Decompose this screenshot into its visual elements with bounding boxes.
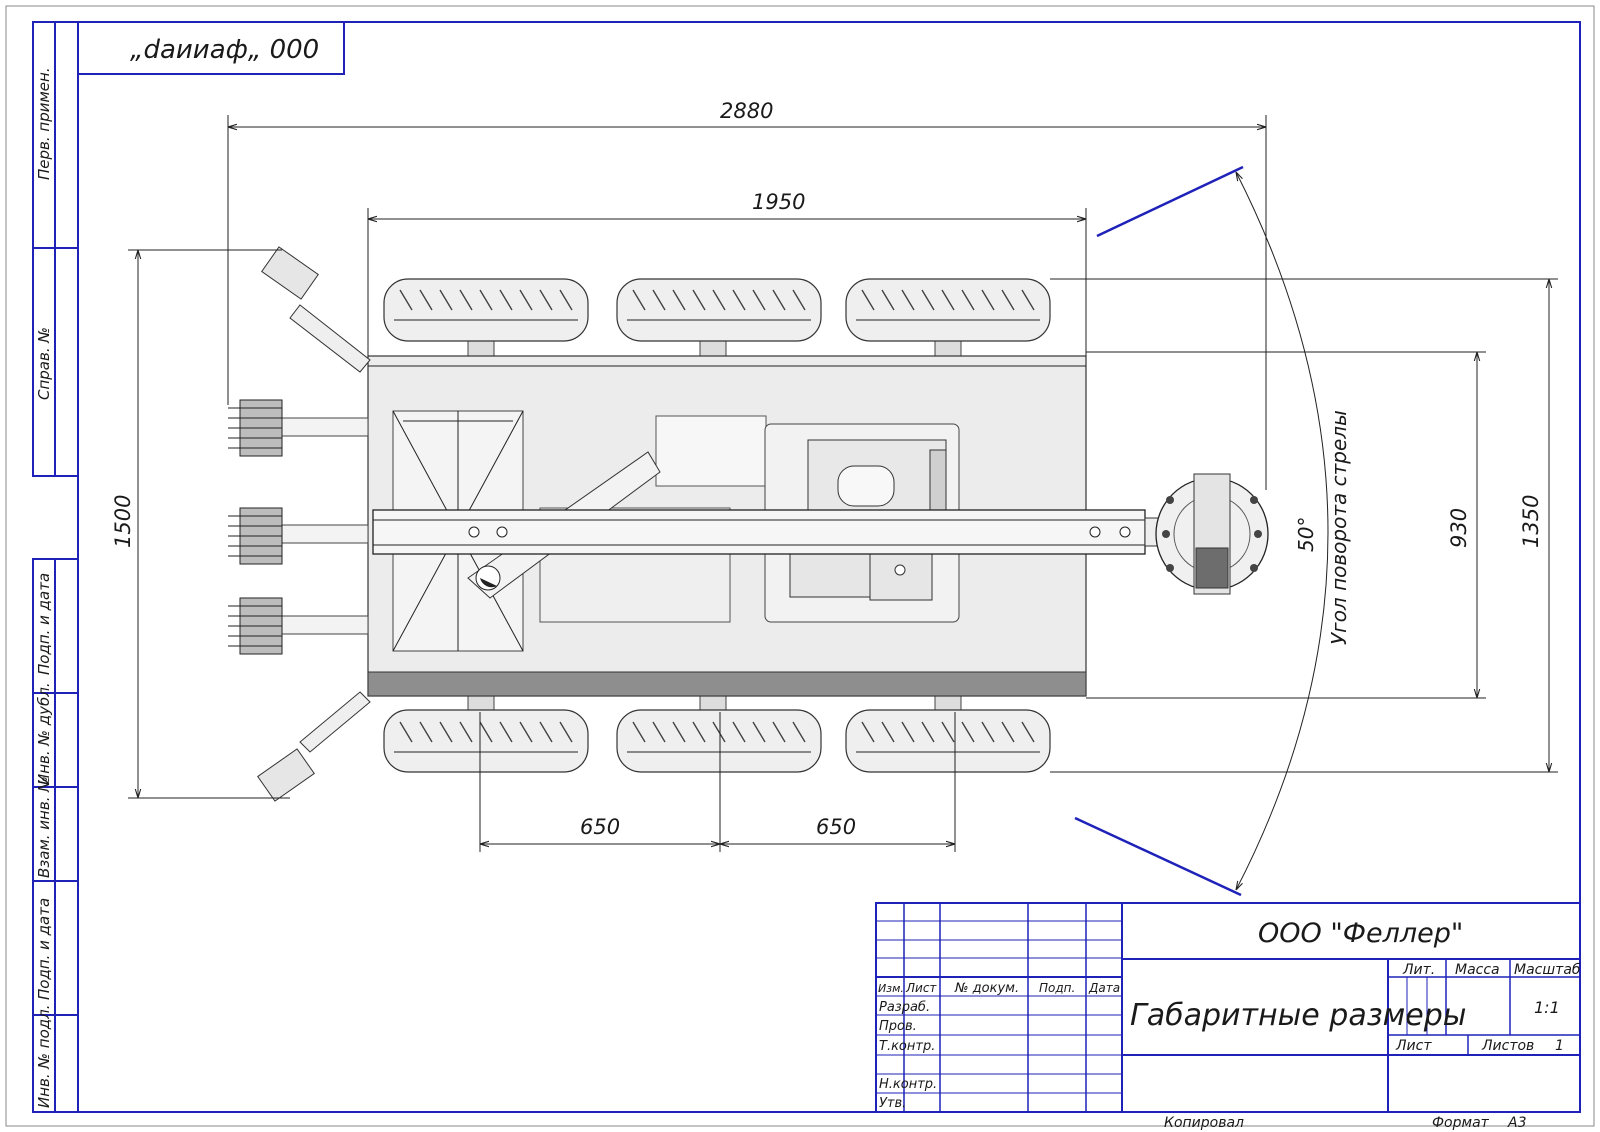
- dim-overall-length: 2880: [720, 99, 773, 123]
- footer-format-value: А3: [1507, 1115, 1526, 1131]
- title-company: ООО "Феллер": [1258, 918, 1463, 949]
- dim-outer-width: 1350: [1519, 495, 1543, 548]
- scale-label: Масштаб: [1514, 962, 1581, 978]
- sheet-label: Лист: [1395, 1038, 1432, 1054]
- angle-ray-bottom: [1074, 816, 1242, 897]
- dim-wheel-spacing-2: 650: [816, 815, 856, 839]
- col-doc: № докум.: [954, 981, 1019, 996]
- tire-top-2: [616, 278, 822, 342]
- col-izm: Изм.: [878, 982, 904, 995]
- stamp-inv-dubl: Инв. № дубл.: [35, 682, 53, 785]
- row-nkontr: Н.контр.: [879, 1077, 937, 1092]
- stamp-podp-data-2: Подп. и дата: [35, 898, 53, 1000]
- stamp-podp-data-1: Подп. и дата: [35, 573, 53, 675]
- tire-top-1: [383, 278, 589, 342]
- dim-angle-label: Угол поворота стрелы: [1327, 410, 1351, 645]
- stamp-perv-primen: Перв. примен.: [35, 67, 53, 180]
- corner-stamp: „dаииаф„ 000: [77, 21, 345, 75]
- valve-bank-middle: [228, 507, 369, 565]
- scale-value: 1:1: [1534, 998, 1560, 1017]
- title-drawing-name: Габаритные размеры: [1130, 998, 1467, 1033]
- col-list: Лист: [905, 981, 937, 995]
- row-tkontr: Т.контр.: [879, 1039, 935, 1054]
- stamp-sprav-no: Справ. №: [35, 327, 53, 400]
- outrigger-bottom: [257, 691, 371, 802]
- dim-angle: 50°: [1294, 517, 1318, 552]
- row-prov: Пров.: [879, 1019, 917, 1034]
- row-razrab: Разраб.: [879, 1000, 930, 1015]
- tire-bottom-2: [616, 709, 822, 773]
- footer-copied: Копировал: [1164, 1115, 1244, 1131]
- row-utv: Утв.: [879, 1096, 906, 1111]
- outrigger-top: [261, 246, 371, 373]
- mass-label: Масса: [1455, 962, 1500, 978]
- machine-top-view: [228, 246, 1269, 802]
- sheets-value: 1: [1555, 1038, 1564, 1054]
- sheets-label: Листов: [1481, 1038, 1534, 1054]
- dim-overall-width: 1500: [111, 495, 135, 548]
- title-block: ООО "Феллер" Габаритные размеры Изм. Лис…: [875, 902, 1581, 1113]
- corner-stamp-text: „dаииаф„ 000: [130, 35, 319, 65]
- angle-ray-top: [1096, 165, 1244, 238]
- sheet-outer-border: [5, 5, 1595, 1127]
- valve-bank-bottom: [228, 597, 369, 655]
- stamp-inv-podl: Инв. № подл.: [35, 1005, 53, 1108]
- boom: [372, 509, 1146, 555]
- tire-bottom-1: [383, 709, 589, 773]
- footer-format-label: Формат: [1432, 1115, 1490, 1131]
- dim-wheel-spacing-1: 650: [580, 815, 620, 839]
- side-stamp: Перв. примен. Справ. № Подп. и дата Инв.…: [32, 21, 79, 1113]
- col-podp: Подп.: [1039, 981, 1075, 995]
- tire-top-3: [845, 278, 1051, 342]
- tire-bottom-3: [845, 709, 1051, 773]
- dim-platform-length: 1950: [752, 190, 805, 214]
- col-data: Дата: [1088, 981, 1120, 995]
- valve-bank-top: [228, 399, 369, 457]
- stamp-vzam-inv: Взам. инв. №: [35, 776, 53, 878]
- dimensions: 2880 1950 1500 930 1350 650 650 50°: [111, 99, 1558, 897]
- lit-label: Лит.: [1402, 962, 1435, 978]
- dim-track-width: 930: [1447, 508, 1471, 548]
